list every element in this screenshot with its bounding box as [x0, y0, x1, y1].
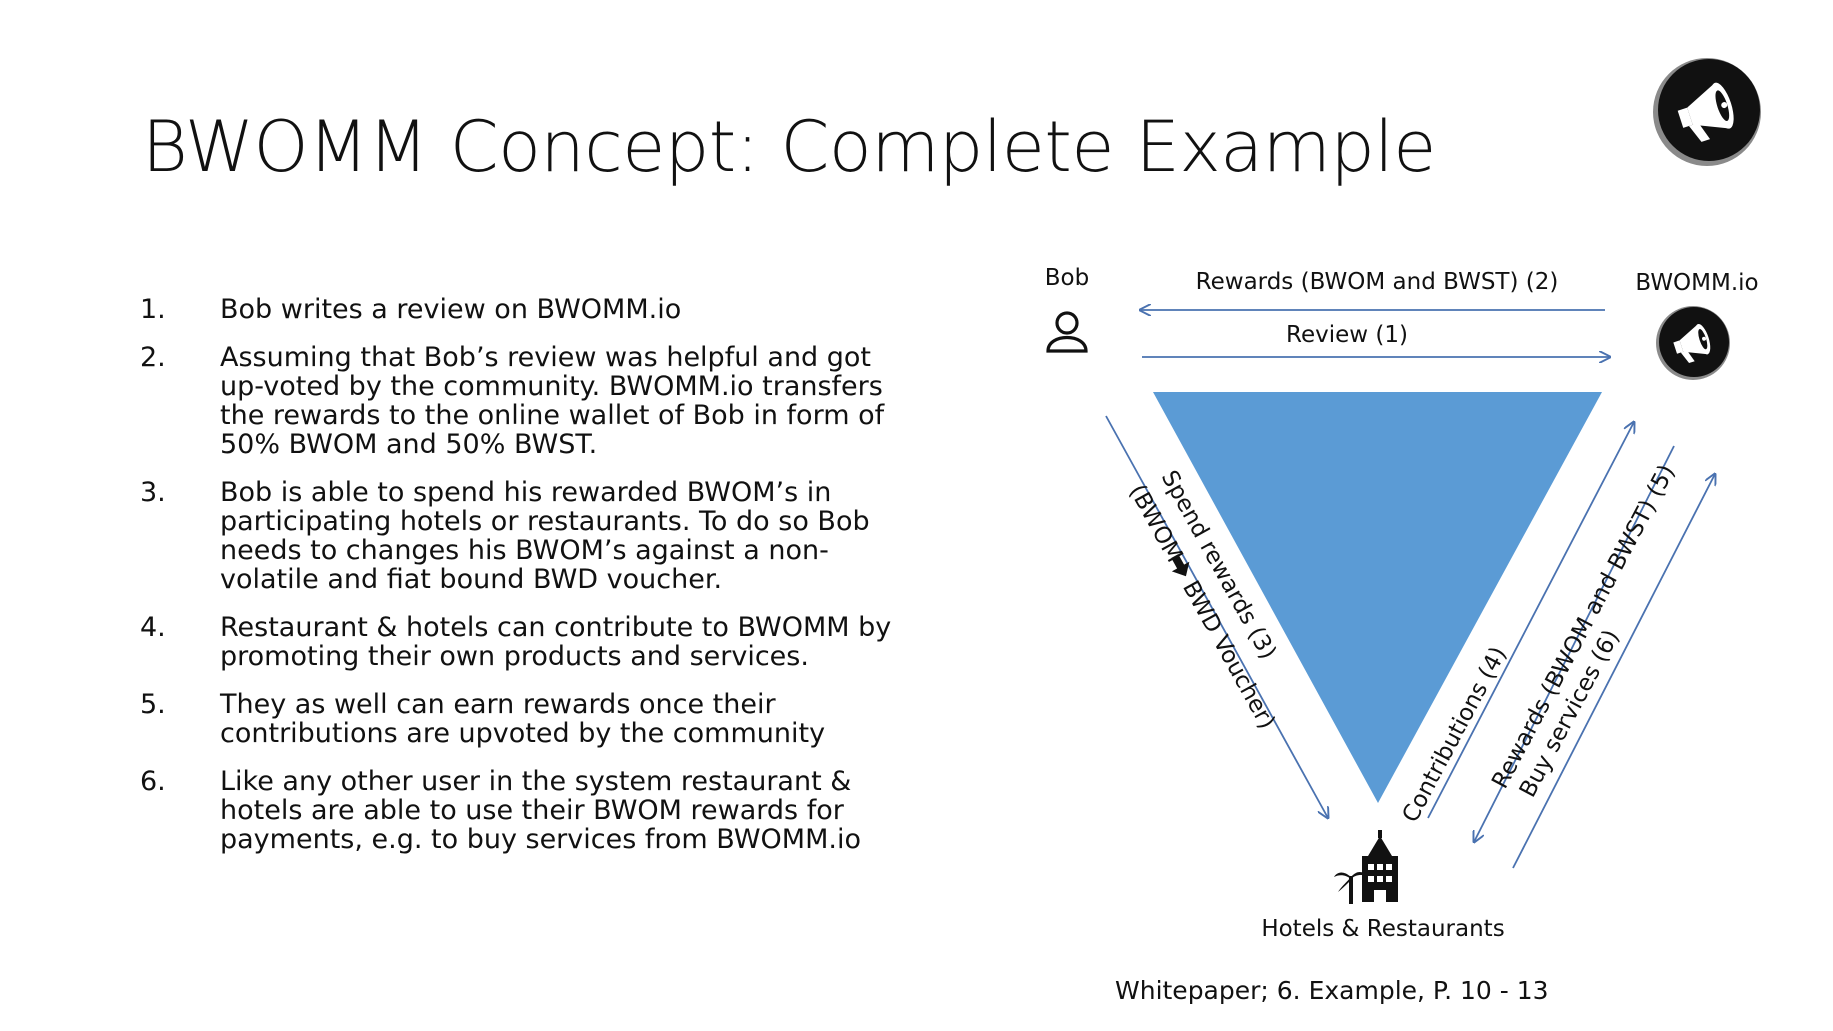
- hotels-label: Hotels & Restaurants: [1261, 916, 1504, 942]
- step-item: 5. They as well can earn rewards once th…: [140, 690, 920, 748]
- step-item: 2. Assuming that Bob’s review was helpfu…: [140, 343, 920, 459]
- step-number: 6.: [140, 766, 166, 797]
- arrow-right-icon: [1171, 554, 1190, 577]
- arrow-contributions: [1427, 422, 1634, 819]
- step-text: Like any other user in the system restau…: [220, 766, 861, 855]
- bwomm-logo-megaphone-icon: [1653, 58, 1761, 166]
- step-item: 6. Like any other user in the system res…: [140, 767, 920, 854]
- megaphone-icon: [1656, 306, 1730, 380]
- step-number: 1.: [140, 294, 166, 325]
- arrow-buy-services: [1512, 474, 1715, 869]
- step-text: They as well can earn rewards once their…: [220, 689, 826, 749]
- step-item: 1. Bob writes a review on BWOMM.io: [140, 295, 920, 324]
- step-number: 4.: [140, 612, 166, 643]
- platform-label: BWOMM.io: [1635, 270, 1758, 296]
- steps-list: 1. Bob writes a review on BWOMM.io 2. As…: [140, 295, 920, 873]
- source-note: Whitepaper; 6. Example, P. 10 - 13: [1115, 976, 1549, 1005]
- slide-title: BWOMM Concept: Complete Example: [142, 106, 1436, 188]
- step-text: Assuming that Bob’s review was helpful a…: [220, 342, 885, 460]
- person-icon: [1046, 311, 1088, 353]
- edge-label-rewards-to-bob: Rewards (BWOM and BWST) (2): [1196, 269, 1559, 295]
- step-item: 3. Bob is able to spend his rewarded BWO…: [140, 478, 920, 594]
- edge-label-review: Review (1): [1286, 322, 1408, 348]
- step-text: Bob is able to spend his rewarded BWOM’s…: [220, 477, 870, 595]
- flow-triangle: [1153, 392, 1602, 803]
- bob-label: Bob: [1045, 265, 1089, 291]
- arrow-rewards-to-hotels: [1474, 445, 1675, 842]
- step-number: 5.: [140, 689, 166, 720]
- step-text: Bob writes a review on BWOMM.io: [220, 294, 682, 325]
- flow-diagram: Bob BWOMM.io Hotels & Restaurant: [1045, 265, 1759, 942]
- step-number: 2.: [140, 342, 166, 373]
- step-item: 4. Restaurant & hotels can contribute to…: [140, 613, 920, 671]
- step-text: Restaurant & hotels can contribute to BW…: [220, 612, 892, 672]
- step-number: 3.: [140, 477, 166, 508]
- arrow-spend-rewards: [1105, 415, 1328, 818]
- hotel-icon: [1334, 830, 1398, 904]
